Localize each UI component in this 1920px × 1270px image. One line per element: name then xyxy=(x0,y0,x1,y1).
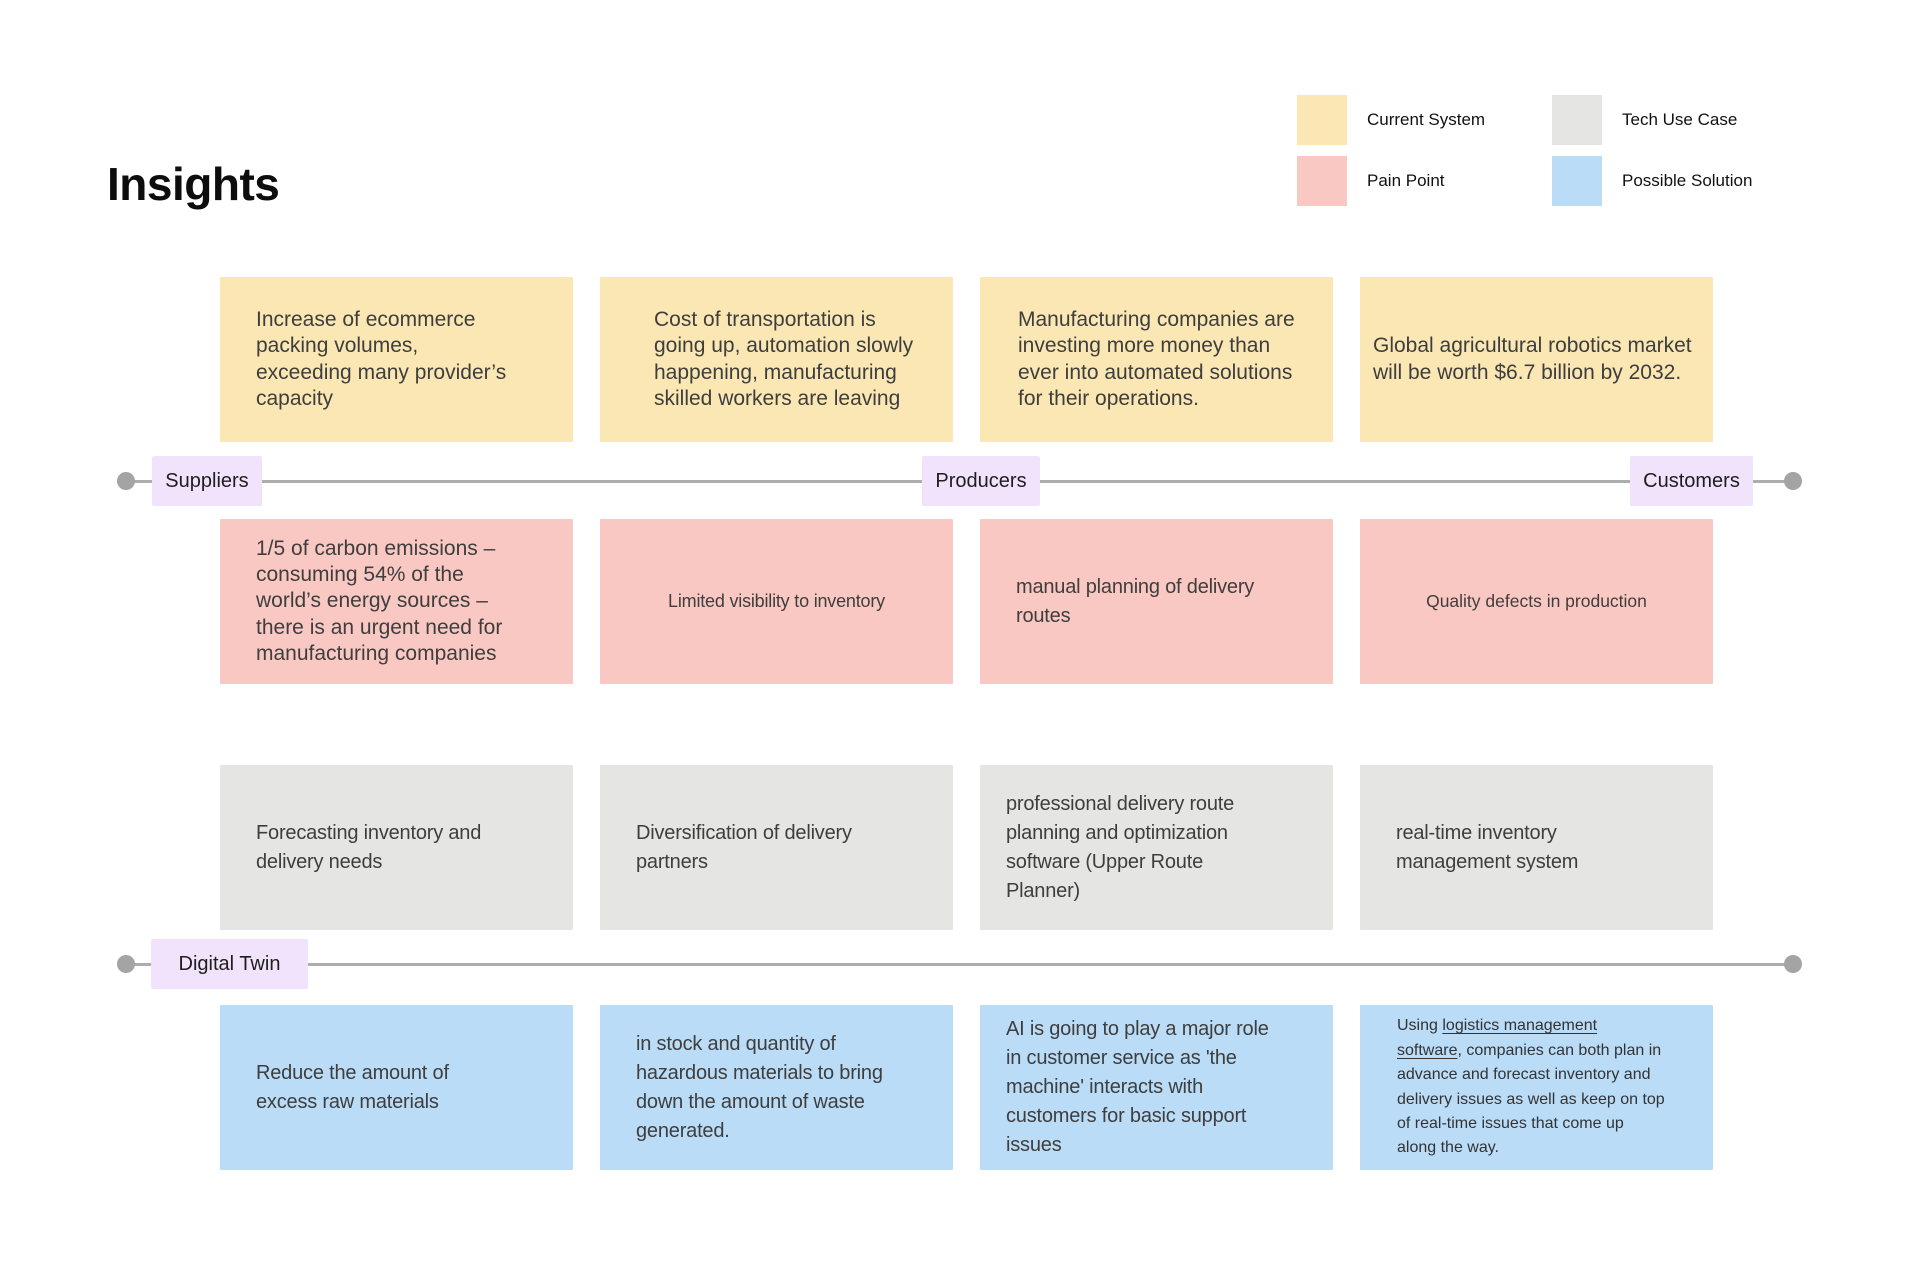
timeline-label-digital-twin[interactable]: Digital Twin xyxy=(151,939,308,989)
sticky-note-text: Reduce the amount of excess raw material… xyxy=(256,1061,449,1113)
sticky-note-text: Cost of transportation is going up, auto… xyxy=(654,308,914,410)
sticky-note-tech-use-case-1[interactable]: Forecasting inventory and delivery needs xyxy=(220,765,573,930)
legend-label: Possible Solution xyxy=(1622,171,1753,190)
current-system-swatch xyxy=(1297,95,1347,145)
legend-label: Current System xyxy=(1367,110,1486,129)
sticky-note-possible-solution-1[interactable]: Reduce the amount of excess raw material… xyxy=(220,1005,573,1170)
sticky-note-pain-point-4[interactable]: Quality defects in production xyxy=(1360,519,1713,684)
timeline-label-suppliers[interactable]: Suppliers xyxy=(152,456,262,506)
timeline-endpoint-dot xyxy=(1784,472,1802,490)
sticky-note-text: manual planning of delivery routes xyxy=(1016,575,1255,627)
page-title: Insights xyxy=(107,157,280,210)
sticky-note-text: Using logistics management software, com… xyxy=(1397,1014,1665,1161)
timeline-label-producers[interactable]: Producers xyxy=(922,456,1040,506)
legend-item-possible-solution: Possible Solution xyxy=(1552,156,1752,206)
possible-solution-swatch xyxy=(1552,156,1602,206)
sticky-note-text: Forecasting inventory and delivery needs xyxy=(256,821,482,873)
sticky-note-pain-point-1[interactable]: 1/5 of carbon emissions – consuming 54% … xyxy=(220,519,573,684)
text-segment: , companies can both plan in advance and… xyxy=(1397,1041,1665,1157)
sticky-note-text: 1/5 of carbon emissions – consuming 54% … xyxy=(256,537,503,665)
sticky-note-possible-solution-2[interactable]: in stock and quantity of hazardous mater… xyxy=(600,1005,953,1170)
legend-label: Pain Point xyxy=(1367,171,1445,190)
sticky-note-text: in stock and quantity of hazardous mater… xyxy=(636,1032,883,1142)
sticky-note-current-system-2[interactable]: Cost of transportation is going up, auto… xyxy=(600,277,953,442)
sticky-note-text: Increase of ecommerce packing volumes, e… xyxy=(256,308,507,410)
text-segment: Using xyxy=(1397,1017,1443,1035)
sticky-note-text: Quality defects in production xyxy=(1426,591,1647,611)
pain-point-swatch xyxy=(1297,156,1347,206)
sticky-note-text: Manufacturing companies are investing mo… xyxy=(1018,308,1295,410)
sticky-note-text: Limited visibility to inventory xyxy=(668,591,885,612)
sticky-note-current-system-1[interactable]: Increase of ecommerce packing volumes, e… xyxy=(220,277,573,442)
sticky-note-current-system-4[interactable]: Global agricultural robotics market will… xyxy=(1360,277,1713,442)
timeline-endpoint-dot xyxy=(117,472,135,490)
timeline-digital-twin-line xyxy=(126,963,1793,966)
sticky-note-tech-use-case-3[interactable]: professional delivery route planning and… xyxy=(980,765,1333,930)
legend-item-current-system: Current System xyxy=(1297,95,1485,145)
sticky-note-tech-use-case-2[interactable]: Diversification of delivery partners xyxy=(600,765,953,930)
sticky-note-possible-solution-3[interactable]: AI is going to play a major role in cust… xyxy=(980,1005,1333,1170)
timeline-label-customers[interactable]: Customers xyxy=(1630,456,1753,506)
legend-item-tech-use-case: Tech Use Case xyxy=(1552,95,1737,145)
legend-label: Tech Use Case xyxy=(1622,110,1738,129)
legend-item-pain-point: Pain Point xyxy=(1297,156,1445,206)
sticky-note-text: Global agricultural robotics market will… xyxy=(1373,334,1692,384)
sticky-note-text: Diversification of delivery partners xyxy=(636,821,852,873)
sticky-note-possible-solution-4[interactable]: Using logistics management software, com… xyxy=(1360,1005,1713,1170)
sticky-note-current-system-3[interactable]: Manufacturing companies are investing mo… xyxy=(980,277,1333,442)
sticky-note-pain-point-3[interactable]: manual planning of delivery routes xyxy=(980,519,1333,684)
timeline-endpoint-dot xyxy=(1784,955,1802,973)
sticky-note-text: professional delivery route planning and… xyxy=(1006,792,1235,902)
sticky-note-text: AI is going to play a major role in cust… xyxy=(1006,1018,1269,1156)
sticky-note-tech-use-case-4[interactable]: real-time inventory management system xyxy=(1360,765,1713,930)
sticky-note-pain-point-2[interactable]: Limited visibility to inventory xyxy=(600,519,953,684)
logistics-management-software-link[interactable]: logistics management software xyxy=(1397,1017,1598,1059)
timeline-endpoint-dot xyxy=(117,955,135,973)
sticky-note-text: real-time inventory management system xyxy=(1396,821,1579,873)
tech-use-case-swatch xyxy=(1552,95,1602,145)
